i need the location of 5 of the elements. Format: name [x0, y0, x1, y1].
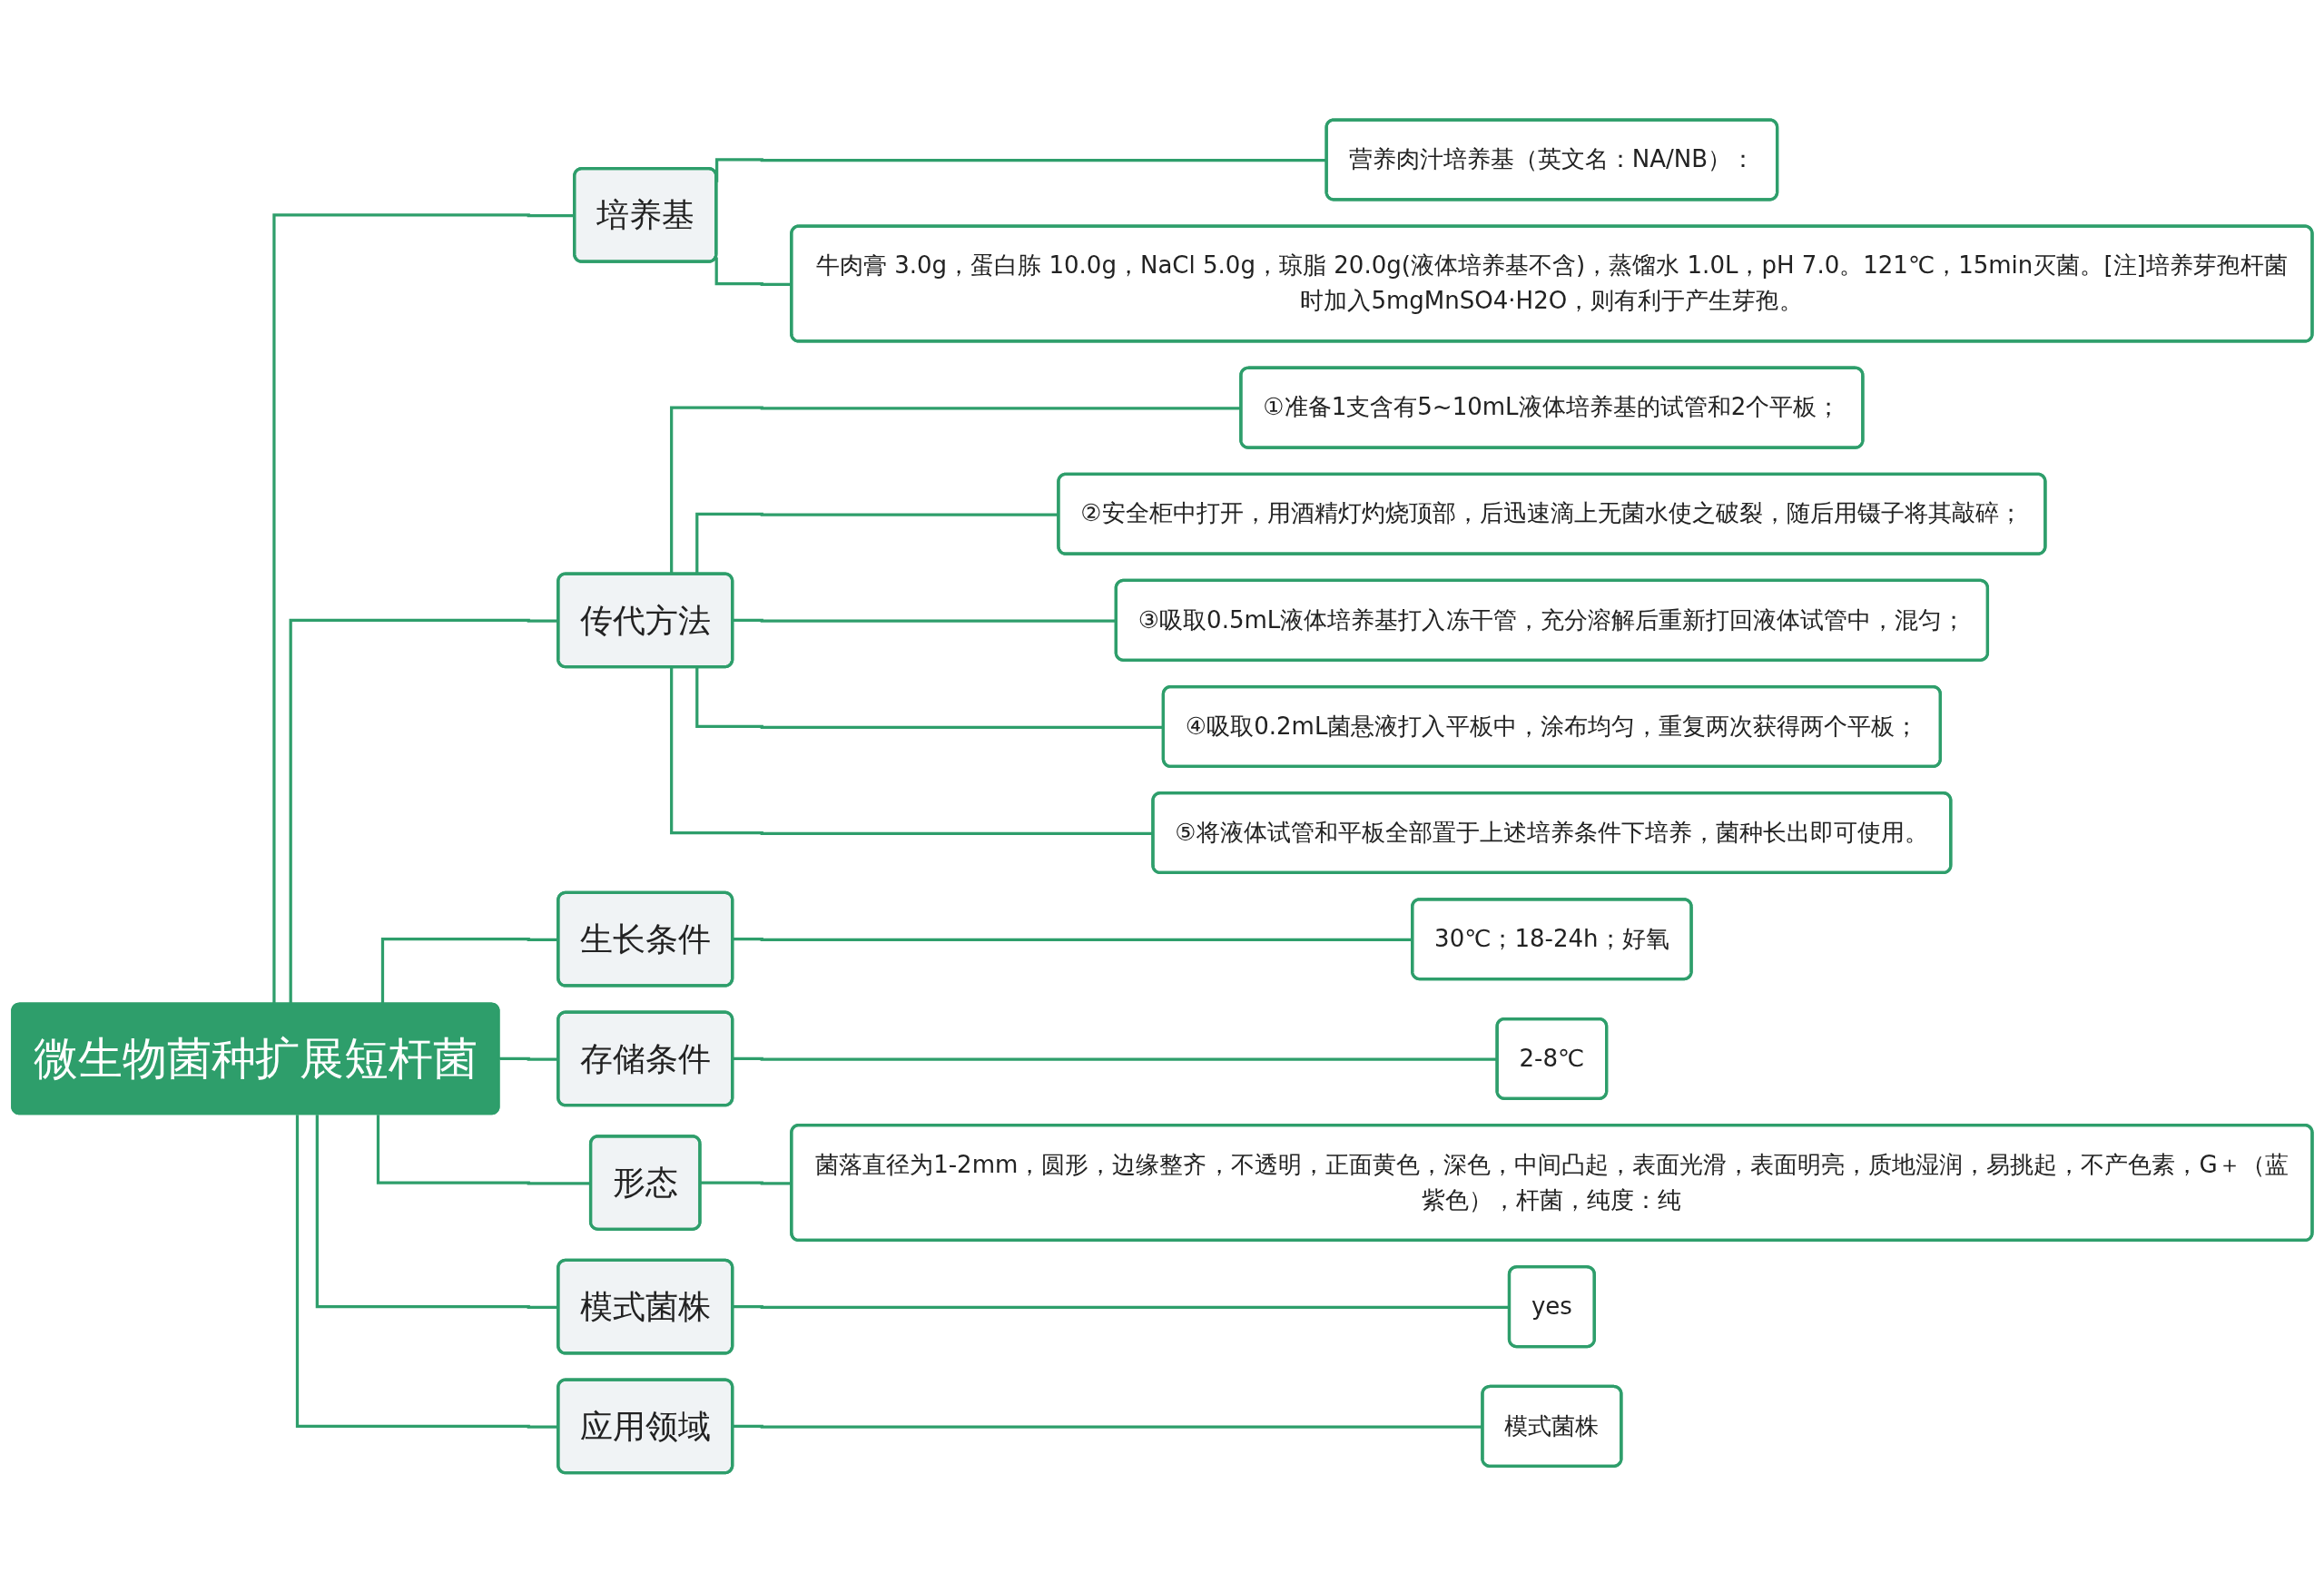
- connector: [714, 257, 793, 286]
- connector: [380, 937, 559, 1004]
- connector: [289, 618, 559, 1004]
- connector: [699, 1181, 793, 1185]
- connector: [497, 1056, 559, 1061]
